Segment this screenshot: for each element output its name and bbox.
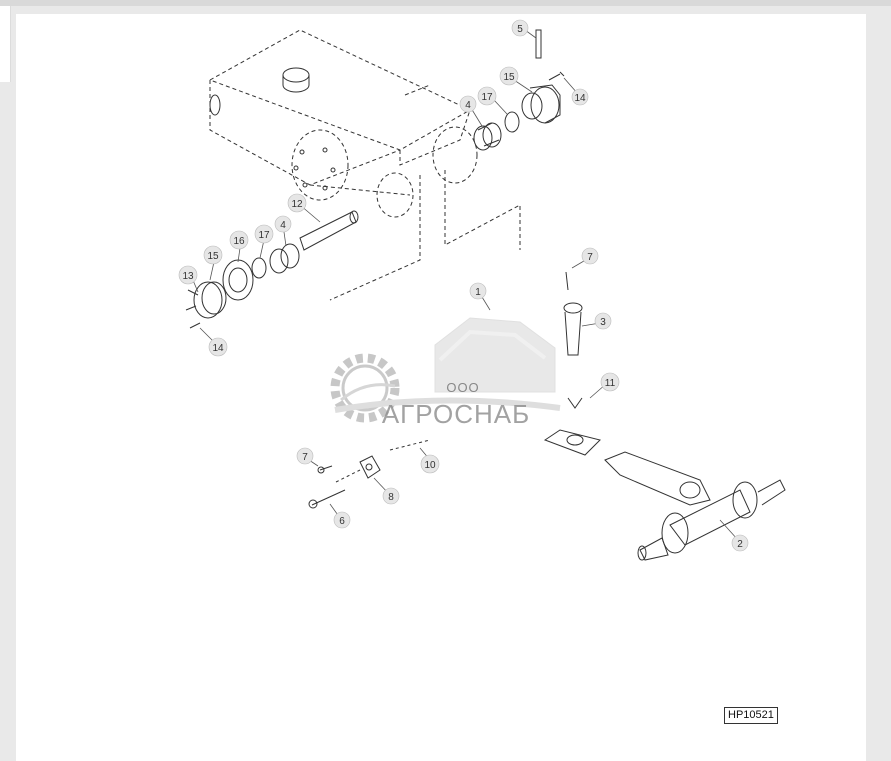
- callout-4-upper: 4: [465, 100, 471, 111]
- callout-7-lower: 7: [302, 452, 308, 463]
- callout-10: 10: [424, 460, 436, 471]
- swoosh-icon: [334, 397, 561, 413]
- watermark-prefix: ООО: [446, 380, 479, 395]
- housing-solid-edges: [209, 67, 336, 191]
- bolt-7-lower: [317, 465, 333, 474]
- bolt-6: [308, 489, 346, 509]
- flange-15-upper: [521, 84, 561, 124]
- callout-balloons: [178, 19, 749, 552]
- callout-8: 8: [388, 492, 394, 503]
- bolt-14-upper: [548, 71, 565, 81]
- callout-15-upper: 15: [503, 72, 515, 83]
- bolt-7-center: [565, 271, 569, 291]
- callout-6: 6: [339, 516, 345, 527]
- callout-5: 5: [517, 24, 523, 35]
- callout-13: 13: [182, 271, 194, 282]
- callout-17-upper: 17: [481, 92, 493, 103]
- callout-17-lower: 17: [258, 230, 270, 241]
- gear-icon: [330, 353, 400, 423]
- callout-labels: 5 15 17 4 14 12 4 17 16 15 13 14 7 1 3 1…: [182, 24, 743, 550]
- watermark-logo: [330, 317, 561, 423]
- callout-15-lower: 15: [207, 251, 219, 262]
- callout-12: 12: [291, 199, 303, 210]
- callout-11: 11: [605, 378, 616, 389]
- flange-15-lower: [193, 281, 227, 319]
- top-bar: [0, 0, 891, 6]
- left-panel-edge: [0, 6, 11, 82]
- tractor-silhouette-icon: [434, 317, 556, 393]
- callout-7-center: 7: [587, 252, 593, 263]
- plate-8: [359, 455, 381, 479]
- callout-14-upper: 14: [574, 93, 586, 104]
- callout-16: 16: [233, 236, 245, 247]
- callout-1: 1: [475, 287, 481, 298]
- spindle-arm-2: [604, 451, 786, 561]
- bolts-13-14: [185, 289, 201, 329]
- bracket-plate: [543, 429, 601, 456]
- ring-17-upper: [504, 111, 520, 133]
- callout-3: 3: [600, 317, 606, 328]
- callout-2: 2: [737, 539, 743, 550]
- lock-11: [567, 397, 583, 409]
- dashed-links: [335, 439, 431, 483]
- watermark-company: АГРОСНАБ: [382, 399, 530, 429]
- axle-housing: [208, 29, 521, 301]
- pin-12: [299, 210, 359, 251]
- bush-4-upper: [473, 122, 502, 151]
- pin-3: [563, 302, 583, 356]
- gasket-16: [222, 259, 254, 301]
- drawing-code-label: HP10521: [724, 707, 778, 724]
- pin-5: [535, 29, 542, 59]
- callout-14-lower: 14: [212, 343, 224, 354]
- bush-4-lower: [269, 243, 300, 274]
- ring-17-lower: [251, 257, 267, 279]
- callout-4-lower: 4: [280, 220, 286, 231]
